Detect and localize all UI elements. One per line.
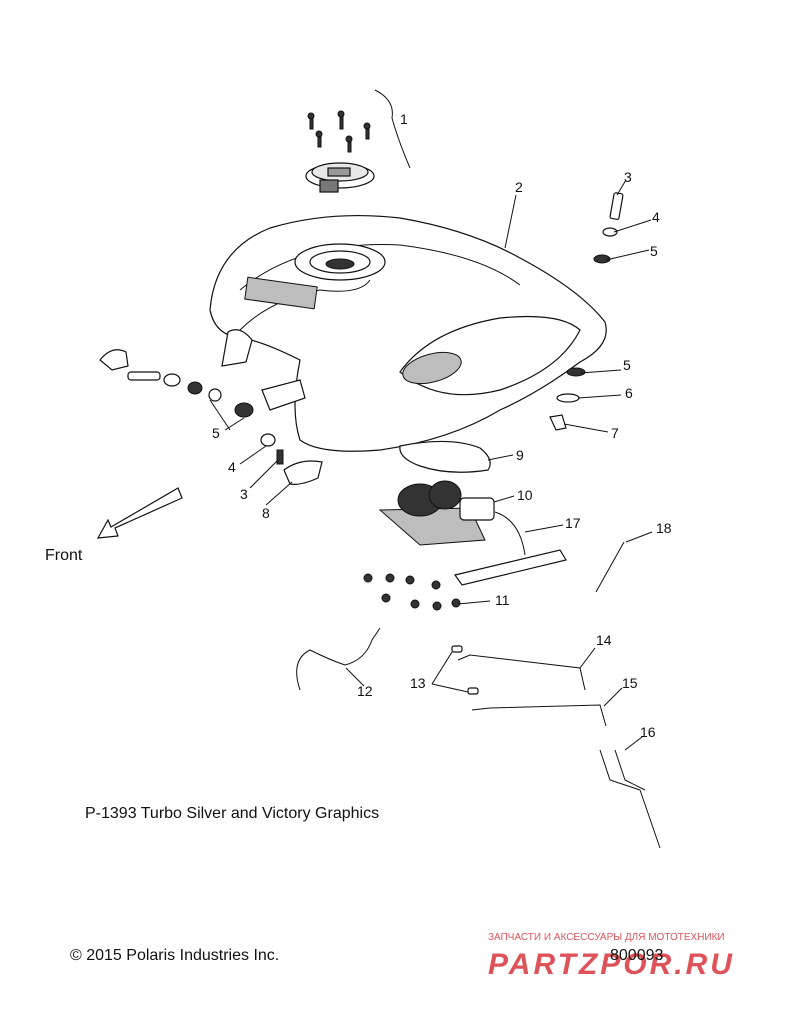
callout-18: 18 (656, 520, 672, 536)
callout-5-right-lower: 5 (623, 357, 631, 373)
front-direction-arrow (96, 487, 183, 539)
callout-16: 16 (640, 724, 656, 740)
callout-9: 9 (516, 447, 524, 463)
fuel-cap-assembly (305, 89, 411, 193)
callout-7: 7 (611, 425, 619, 441)
fuel-hose (296, 627, 381, 691)
callout-14: 14 (596, 632, 612, 648)
left-mount-hardware (99, 349, 323, 485)
diagram-number: 800093 (610, 947, 663, 964)
callout-15: 15 (622, 675, 638, 691)
callout-3-left: 3 (240, 486, 248, 502)
fuel-tank (209, 214, 607, 452)
front-label: Front (45, 547, 83, 564)
callout-3-right: 3 (624, 169, 632, 185)
callout-17: 17 (565, 515, 581, 531)
fuel-pump-assembly (378, 440, 567, 586)
callout-5-left: 5 (212, 425, 220, 441)
fuel-lines (451, 645, 607, 727)
callout-4-right: 4 (652, 209, 660, 225)
diagram-caption: P-1393 Turbo Silver and Victory Graphics (85, 805, 379, 822)
callout-13: 13 (410, 675, 426, 691)
callout-10: 10 (517, 487, 533, 503)
pump-bolts (363, 573, 461, 611)
callout-12: 12 (357, 683, 373, 699)
callout-6: 6 (625, 385, 633, 401)
harness (599, 749, 661, 849)
callout-5-right-upper: 5 (650, 243, 658, 259)
copyright-notice: © 2015 Polaris Industries Inc. (70, 947, 279, 964)
callout-8: 8 (262, 505, 270, 521)
callout-4-left: 4 (228, 459, 236, 475)
callout-2: 2 (515, 179, 523, 195)
rod-part (595, 541, 625, 593)
callout-1: 1 (400, 111, 408, 127)
watermark-logo: PARTZPOR.RU (488, 948, 735, 981)
callout-numbers: 1 2 3 4 5 5 6 7 9 10 17 18 5 4 3 8 11 14… (212, 111, 672, 740)
callout-leaders (209, 179, 653, 751)
watermark-tagline: ЗАПЧАСТИ И АКСЕССУАРЫ ДЛЯ МОТОТЕХНИКИ (488, 932, 725, 943)
watermark: ЗАПЧАСТИ И АКСЕССУАРЫ ДЛЯ МОТОТЕХНИКИ PA… (488, 932, 735, 981)
callout-11: 11 (495, 592, 510, 608)
right-mount-hardware (549, 192, 624, 431)
